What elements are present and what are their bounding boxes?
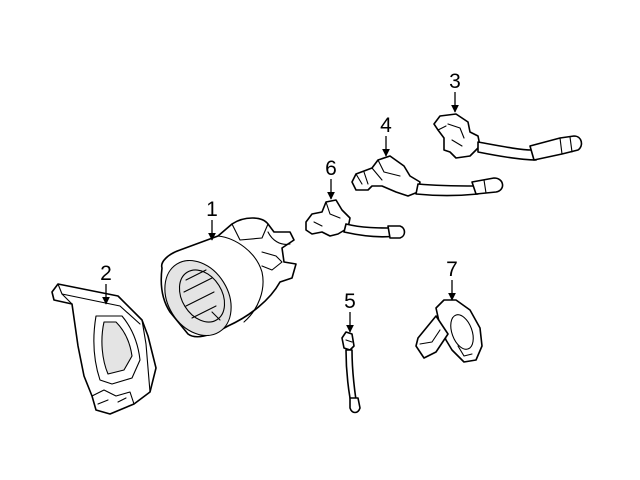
callout-6-label: 6 xyxy=(325,157,337,180)
part-7-sensor-plate xyxy=(415,299,483,363)
part-2-lower-shroud xyxy=(51,283,157,415)
callout-4-label: 4 xyxy=(380,114,392,137)
part-1-column-shroud xyxy=(160,217,297,338)
part-3-wiper-switch xyxy=(433,113,583,161)
part-5-wire-lever xyxy=(341,331,361,414)
callout-7-label: 7 xyxy=(446,258,458,281)
callout-3-label: 3 xyxy=(449,70,461,93)
callout-1-label: 1 xyxy=(206,198,218,221)
callout-5-label: 5 xyxy=(344,290,356,313)
part-6-lever-switch xyxy=(305,199,406,239)
part-4-multifunction-switch xyxy=(351,155,504,197)
callout-2-label: 2 xyxy=(100,262,112,285)
